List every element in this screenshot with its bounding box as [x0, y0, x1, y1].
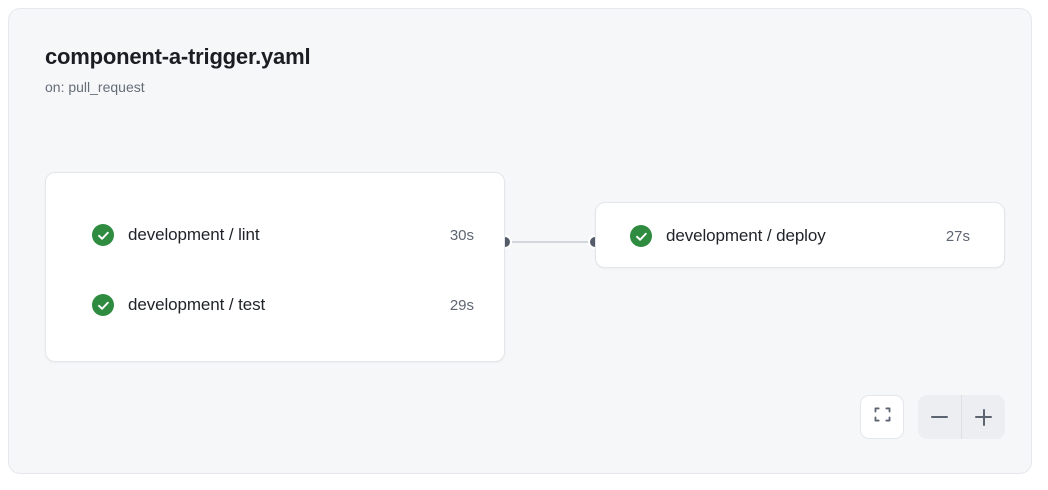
zoom-out-button[interactable]	[918, 395, 961, 439]
job-duration: 27s	[945, 227, 970, 245]
edge-group-to-deploy	[507, 241, 597, 243]
workflow-graph-panel: component-a-trigger.yaml on: pull_reques…	[8, 8, 1032, 474]
list-item[interactable]: development / deploy 27s	[596, 222, 1004, 250]
plus-icon	[975, 408, 992, 426]
workflow-trigger-subtitle: on: pull_request	[45, 79, 145, 95]
job-duration: 29s	[449, 296, 474, 314]
fit-view-button[interactable]	[860, 395, 904, 439]
job-name: development / deploy	[666, 226, 826, 245]
flow-canvas[interactable]: development / lint 30s development / tes…	[9, 9, 1031, 473]
fit-view-icon	[873, 405, 892, 429]
panel-header: component-a-trigger.yaml on: pull_reques…	[45, 43, 311, 97]
check-circle-icon	[630, 225, 652, 247]
zoom-controls	[918, 395, 1005, 439]
zoom-in-button[interactable]	[962, 395, 1005, 439]
list-item[interactable]: development / test 29s	[46, 291, 504, 319]
zoom-controls-divider	[961, 395, 962, 439]
flow-controls	[860, 395, 1005, 439]
page-title: component-a-trigger.yaml	[45, 44, 311, 69]
check-circle-icon	[92, 224, 114, 246]
node-development-deploy[interactable]: development / deploy 27s	[595, 202, 1005, 268]
job-name: development / lint	[128, 225, 260, 244]
check-circle-icon	[92, 294, 114, 316]
node-group-development-jobs[interactable]: development / lint 30s development / tes…	[45, 172, 505, 362]
job-duration: 30s	[449, 226, 474, 244]
minus-icon	[931, 416, 948, 418]
job-name: development / test	[128, 295, 266, 314]
list-item[interactable]: development / lint 30s	[46, 221, 504, 249]
